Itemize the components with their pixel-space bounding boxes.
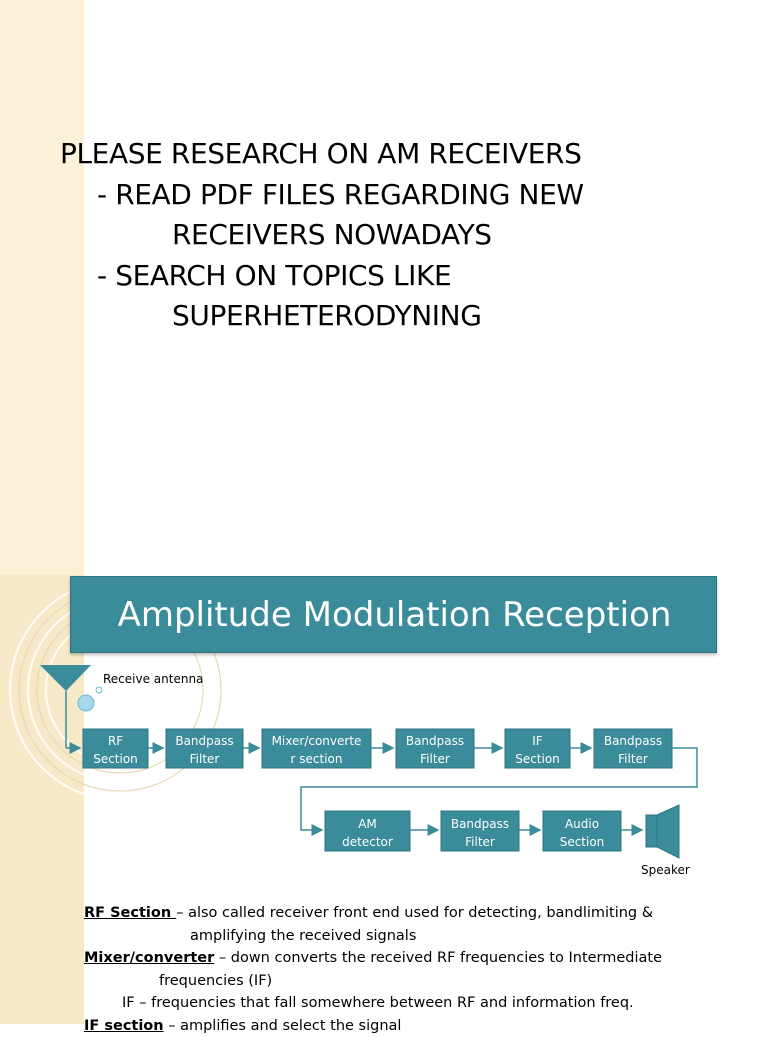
- definitions: RF Section – also called receiver front …: [84, 902, 764, 1037]
- antenna-icon: [40, 665, 102, 712]
- speaker-icon: [646, 805, 679, 858]
- block-label: detector: [342, 835, 393, 849]
- definition-rf: RF Section – also called receiver front …: [84, 902, 764, 925]
- row2-boxes: AM detector Bandpass Filter Audio Sectio…: [325, 811, 621, 851]
- block-label: IF: [532, 734, 543, 748]
- definition-text: – also called receiver front end used fo…: [176, 905, 653, 921]
- block-label: RF: [108, 734, 123, 748]
- block-label: Bandpass: [175, 734, 233, 748]
- speaker-label: Speaker: [641, 863, 690, 877]
- block-label: Section: [93, 752, 138, 766]
- block-label: Section: [515, 752, 560, 766]
- block-label: Audio: [565, 817, 599, 831]
- antenna-label: Receive antenna: [103, 672, 203, 686]
- block-label: Filter: [190, 752, 220, 766]
- block-label: Mixer/converte: [272, 734, 362, 748]
- definition-mixer: Mixer/converter – down converts the rece…: [84, 947, 764, 970]
- block-label: Filter: [420, 752, 450, 766]
- block-label: r section: [291, 752, 343, 766]
- block-label: Filter: [618, 752, 648, 766]
- term-rf-section: RF Section: [84, 905, 176, 921]
- block-label: AM: [358, 817, 377, 831]
- block-label: Bandpass: [604, 734, 662, 748]
- block-label: Filter: [465, 835, 495, 849]
- definition-text: amplifying the received signals: [84, 925, 764, 948]
- definition-text: – down converts the received RF frequenc…: [214, 950, 662, 966]
- term-mixer-converter: Mixer/converter: [84, 950, 214, 966]
- term-if-section: IF section: [84, 1018, 164, 1034]
- definition-if-section: IF section – amplifies and select the si…: [84, 1015, 764, 1037]
- definition-if: IF – frequencies that fall somewhere bet…: [84, 992, 764, 1015]
- block-label: Section: [560, 835, 605, 849]
- definition-text: – amplifies and select the signal: [164, 1018, 402, 1034]
- block-label: Bandpass: [406, 734, 464, 748]
- definition-text: frequencies (IF): [84, 970, 764, 993]
- block-label: Bandpass: [451, 817, 509, 831]
